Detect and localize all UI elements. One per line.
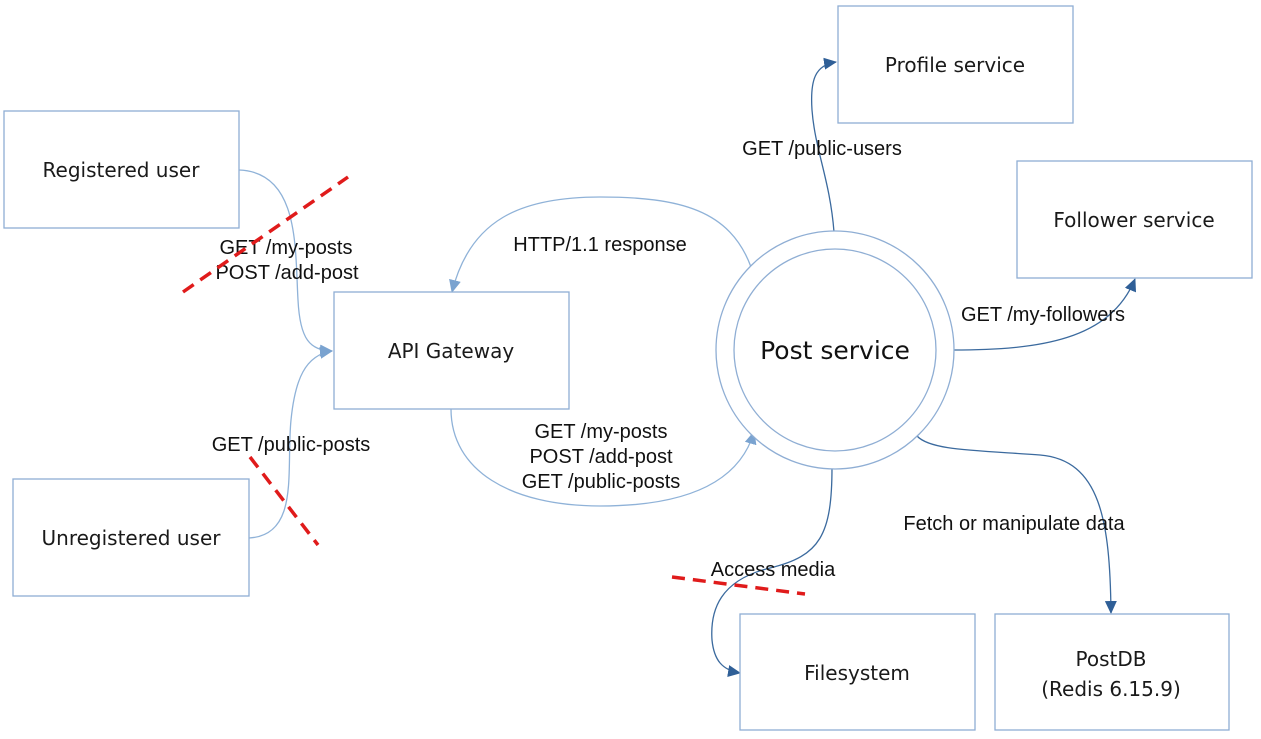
- edge-label-registered-line2: POST /add-post: [215, 262, 358, 284]
- node-api-gateway: API Gateway: [333, 291, 570, 410]
- edge-label-gateway-line1: GET /my-posts: [535, 421, 668, 443]
- edge-registered-to-gateway: [238, 169, 333, 357]
- edge-post-to-filesystem: [711, 466, 833, 677]
- node-profile-service: Profile service: [837, 5, 1074, 124]
- edge-label-gateway-line2: POST /add-post: [529, 446, 672, 468]
- node-follower-service: Follower service: [1016, 160, 1253, 279]
- node-registered-user-label: Registered user: [43, 158, 201, 182]
- edge-label-unregistered: GET /public-posts: [212, 434, 371, 456]
- node-post-service: Post service: [715, 230, 955, 470]
- edge-post-to-profile: [810, 57, 837, 233]
- node-postdb: PostDB (Redis 6.15.9): [994, 613, 1230, 731]
- edge-label-gateway-line3: GET /public-posts: [522, 471, 681, 493]
- node-filesystem-label: Filesystem: [804, 661, 910, 685]
- edge-post-to-gateway: [449, 196, 752, 293]
- node-unregistered-user: Unregistered user: [12, 478, 250, 597]
- edge-post-to-follower: [952, 278, 1136, 351]
- node-unregistered-user-label: Unregistered user: [42, 526, 222, 550]
- edge-post-to-postdb: [916, 435, 1117, 614]
- edge-label-follower: GET /my-followers: [961, 304, 1125, 326]
- node-registered-user: Registered user: [3, 110, 240, 229]
- edge-unregistered-to-gateway: [248, 346, 333, 539]
- cut-marker-unregistered: [248, 455, 320, 547]
- node-follower-service-label: Follower service: [1053, 208, 1214, 232]
- node-postdb-label-line2: (Redis 6.15.9): [1041, 677, 1181, 701]
- node-api-gateway-label: API Gateway: [388, 339, 515, 363]
- node-postdb-label-line1: PostDB: [1076, 647, 1147, 671]
- node-post-service-label: Post service: [760, 336, 910, 365]
- edge-gateway-to-post: [450, 408, 757, 507]
- edge-label-filesystem: Access media: [711, 559, 836, 581]
- edge-label-postdb: Fetch or manipulate data: [903, 513, 1125, 535]
- edge-label-http-response: HTTP/1.1 response: [513, 234, 686, 256]
- edge-label-profile: GET /public-users: [742, 138, 902, 160]
- node-profile-service-label: Profile service: [885, 53, 1025, 77]
- node-filesystem: Filesystem: [739, 613, 976, 731]
- edge-label-registered-line1: GET /my-posts: [220, 237, 353, 259]
- cut-marker-filesystem: [671, 575, 806, 596]
- cut-marker-registered: [181, 175, 350, 294]
